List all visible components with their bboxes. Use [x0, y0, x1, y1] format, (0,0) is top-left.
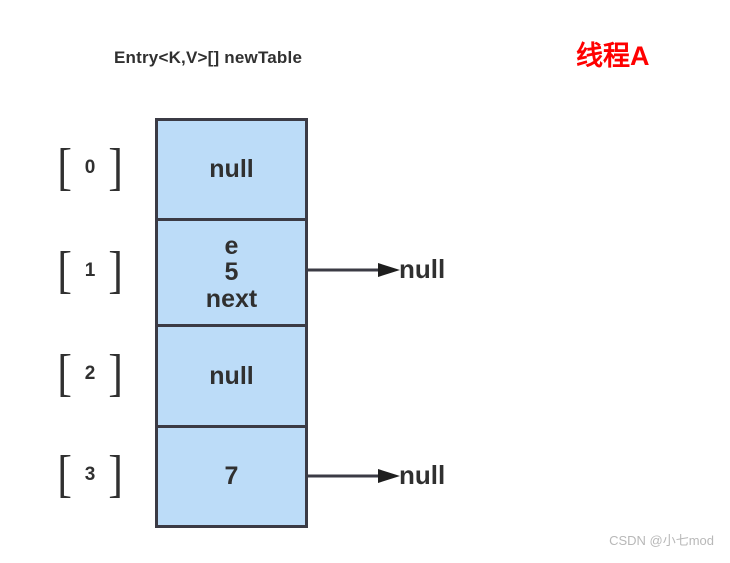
bucket-index-3: [ 3 ]	[44, 444, 136, 506]
bucket-cell-text: e	[224, 232, 239, 261]
thread-label: 线程A	[576, 41, 650, 71]
bucket-index-label: 2	[84, 363, 96, 384]
bracket-open-icon: [	[56, 138, 72, 196]
arrow-bucket-3-icon	[308, 469, 400, 483]
bracket-open-icon: [	[56, 241, 72, 299]
bucket-cell-2[interactable]: null	[158, 324, 305, 425]
bucket-cell-0[interactable]: null	[158, 121, 305, 218]
bucket-cell-text: null	[209, 155, 254, 184]
arrow-target-bucket-3: null	[399, 460, 446, 490]
bucket-cell-text: 7	[224, 462, 239, 491]
bucket-cell-text: 5	[224, 258, 239, 287]
bucket-cell-text: null	[209, 361, 254, 390]
bucket-index-label: 0	[84, 157, 96, 178]
page-title: Entry<K,V>[] newTable	[114, 48, 303, 67]
bucket-index-2: [ 2 ]	[44, 343, 136, 405]
bracket-close-icon: ]	[108, 344, 124, 402]
bucket-array-table: null e 5 next null 7	[155, 118, 308, 528]
bucket-index-1: [ 1 ]	[44, 240, 136, 302]
bucket-cell-1[interactable]: e 5 next	[158, 218, 305, 324]
bracket-close-icon: ]	[108, 241, 124, 299]
bucket-cell-text: next	[205, 284, 258, 313]
bracket-close-icon: ]	[108, 445, 124, 503]
arrow-bucket-1-icon	[308, 263, 400, 277]
arrow-target-bucket-1: null	[399, 254, 446, 284]
bucket-index-0: [ 0 ]	[44, 137, 136, 199]
bucket-index-label: 1	[84, 260, 96, 281]
bucket-index-label: 3	[84, 464, 96, 485]
bucket-cell-3[interactable]: 7	[158, 425, 305, 525]
watermark: CSDN @小七mod	[609, 533, 714, 548]
bracket-close-icon: ]	[108, 138, 124, 196]
bracket-open-icon: [	[56, 445, 72, 503]
bracket-open-icon: [	[56, 344, 72, 402]
